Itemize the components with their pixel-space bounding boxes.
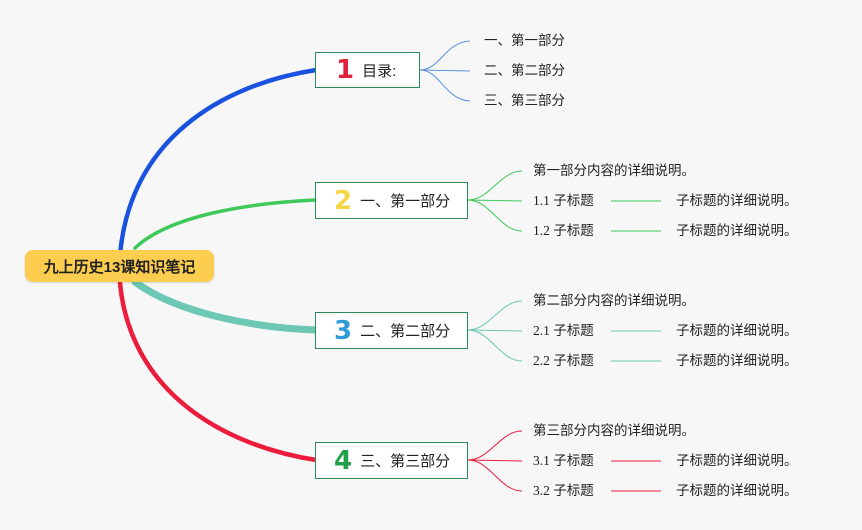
toc-item[interactable]: 二、第二部分 bbox=[484, 63, 565, 78]
number-badge-4-icon: 4 bbox=[334, 445, 353, 476]
subtitle-detail[interactable]: 子标题的详细说明。 bbox=[676, 193, 798, 208]
child-line-4-1 bbox=[467, 459, 523, 462]
subtitle-detail[interactable]: 子标题的详细说明。 bbox=[676, 453, 798, 468]
subtitle[interactable]: 1.1 子标题 bbox=[533, 193, 594, 208]
child-line-2-2 bbox=[467, 199, 523, 232]
subtitle[interactable]: 1.2 子标题 bbox=[533, 223, 594, 238]
root-node[interactable]: 九上历史13课知识笔记 bbox=[25, 250, 214, 282]
branch-line-1 bbox=[117, 67, 319, 258]
toc-item[interactable]: 三、第三部分 bbox=[484, 93, 565, 108]
subtitle[interactable]: 2.2 子标题 bbox=[533, 353, 594, 368]
child-line-1-1 bbox=[419, 40, 471, 71]
branch-line-2 bbox=[133, 198, 318, 250]
child-line-4-2 bbox=[467, 459, 523, 492]
subtitle[interactable]: 3.2 子标题 bbox=[533, 483, 594, 498]
branch-node-part2[interactable]: 3 二、第二部分 bbox=[315, 312, 468, 349]
number-badge-3-icon: 3 bbox=[334, 315, 353, 346]
branch-label: 三、第三部分 bbox=[360, 453, 451, 470]
subtitle[interactable]: 2.1 子标题 bbox=[533, 323, 594, 338]
branch-node-toc[interactable]: 1 目录: bbox=[315, 52, 420, 88]
number-badge-1-icon: 1 bbox=[336, 55, 355, 85]
toc-item[interactable]: 一、第一部分 bbox=[484, 33, 565, 48]
child-line-3-1 bbox=[467, 329, 523, 332]
branch-line-3 bbox=[131, 278, 320, 334]
branch-line-4 bbox=[117, 280, 319, 463]
child-line-4-desc bbox=[467, 430, 523, 461]
branch-label: 二、第二部分 bbox=[360, 323, 451, 340]
child-line-2-desc bbox=[467, 170, 523, 201]
subtitle-detail[interactable]: 子标题的详细说明。 bbox=[676, 323, 798, 338]
subtitle-detail[interactable]: 子标题的详细说明。 bbox=[676, 483, 798, 498]
child-line-3-desc bbox=[467, 300, 523, 331]
subtitle[interactable]: 3.1 子标题 bbox=[533, 453, 594, 468]
part-description[interactable]: 第三部分内容的详细说明。 bbox=[533, 423, 695, 438]
branch-node-part1[interactable]: 2 一、第一部分 bbox=[315, 182, 468, 219]
child-line-1-3 bbox=[419, 69, 471, 102]
part-description[interactable]: 第一部分内容的详细说明。 bbox=[533, 163, 695, 178]
part-description[interactable]: 第二部分内容的详细说明。 bbox=[533, 293, 695, 308]
branch-node-part3[interactable]: 4 三、第三部分 bbox=[315, 442, 468, 479]
number-badge-2-icon: 2 bbox=[334, 185, 353, 216]
root-title: 九上历史13课知识笔记 bbox=[43, 258, 196, 276]
branch-label: 一、第一部分 bbox=[360, 193, 451, 210]
child-line-3-2 bbox=[467, 329, 523, 362]
subtitle-detail[interactable]: 子标题的详细说明。 bbox=[676, 353, 798, 368]
child-line-2-1 bbox=[467, 199, 523, 202]
child-line-1-2 bbox=[419, 69, 471, 72]
branch-label: 目录: bbox=[362, 62, 397, 80]
subtitle-detail[interactable]: 子标题的详细说明。 bbox=[676, 223, 798, 238]
